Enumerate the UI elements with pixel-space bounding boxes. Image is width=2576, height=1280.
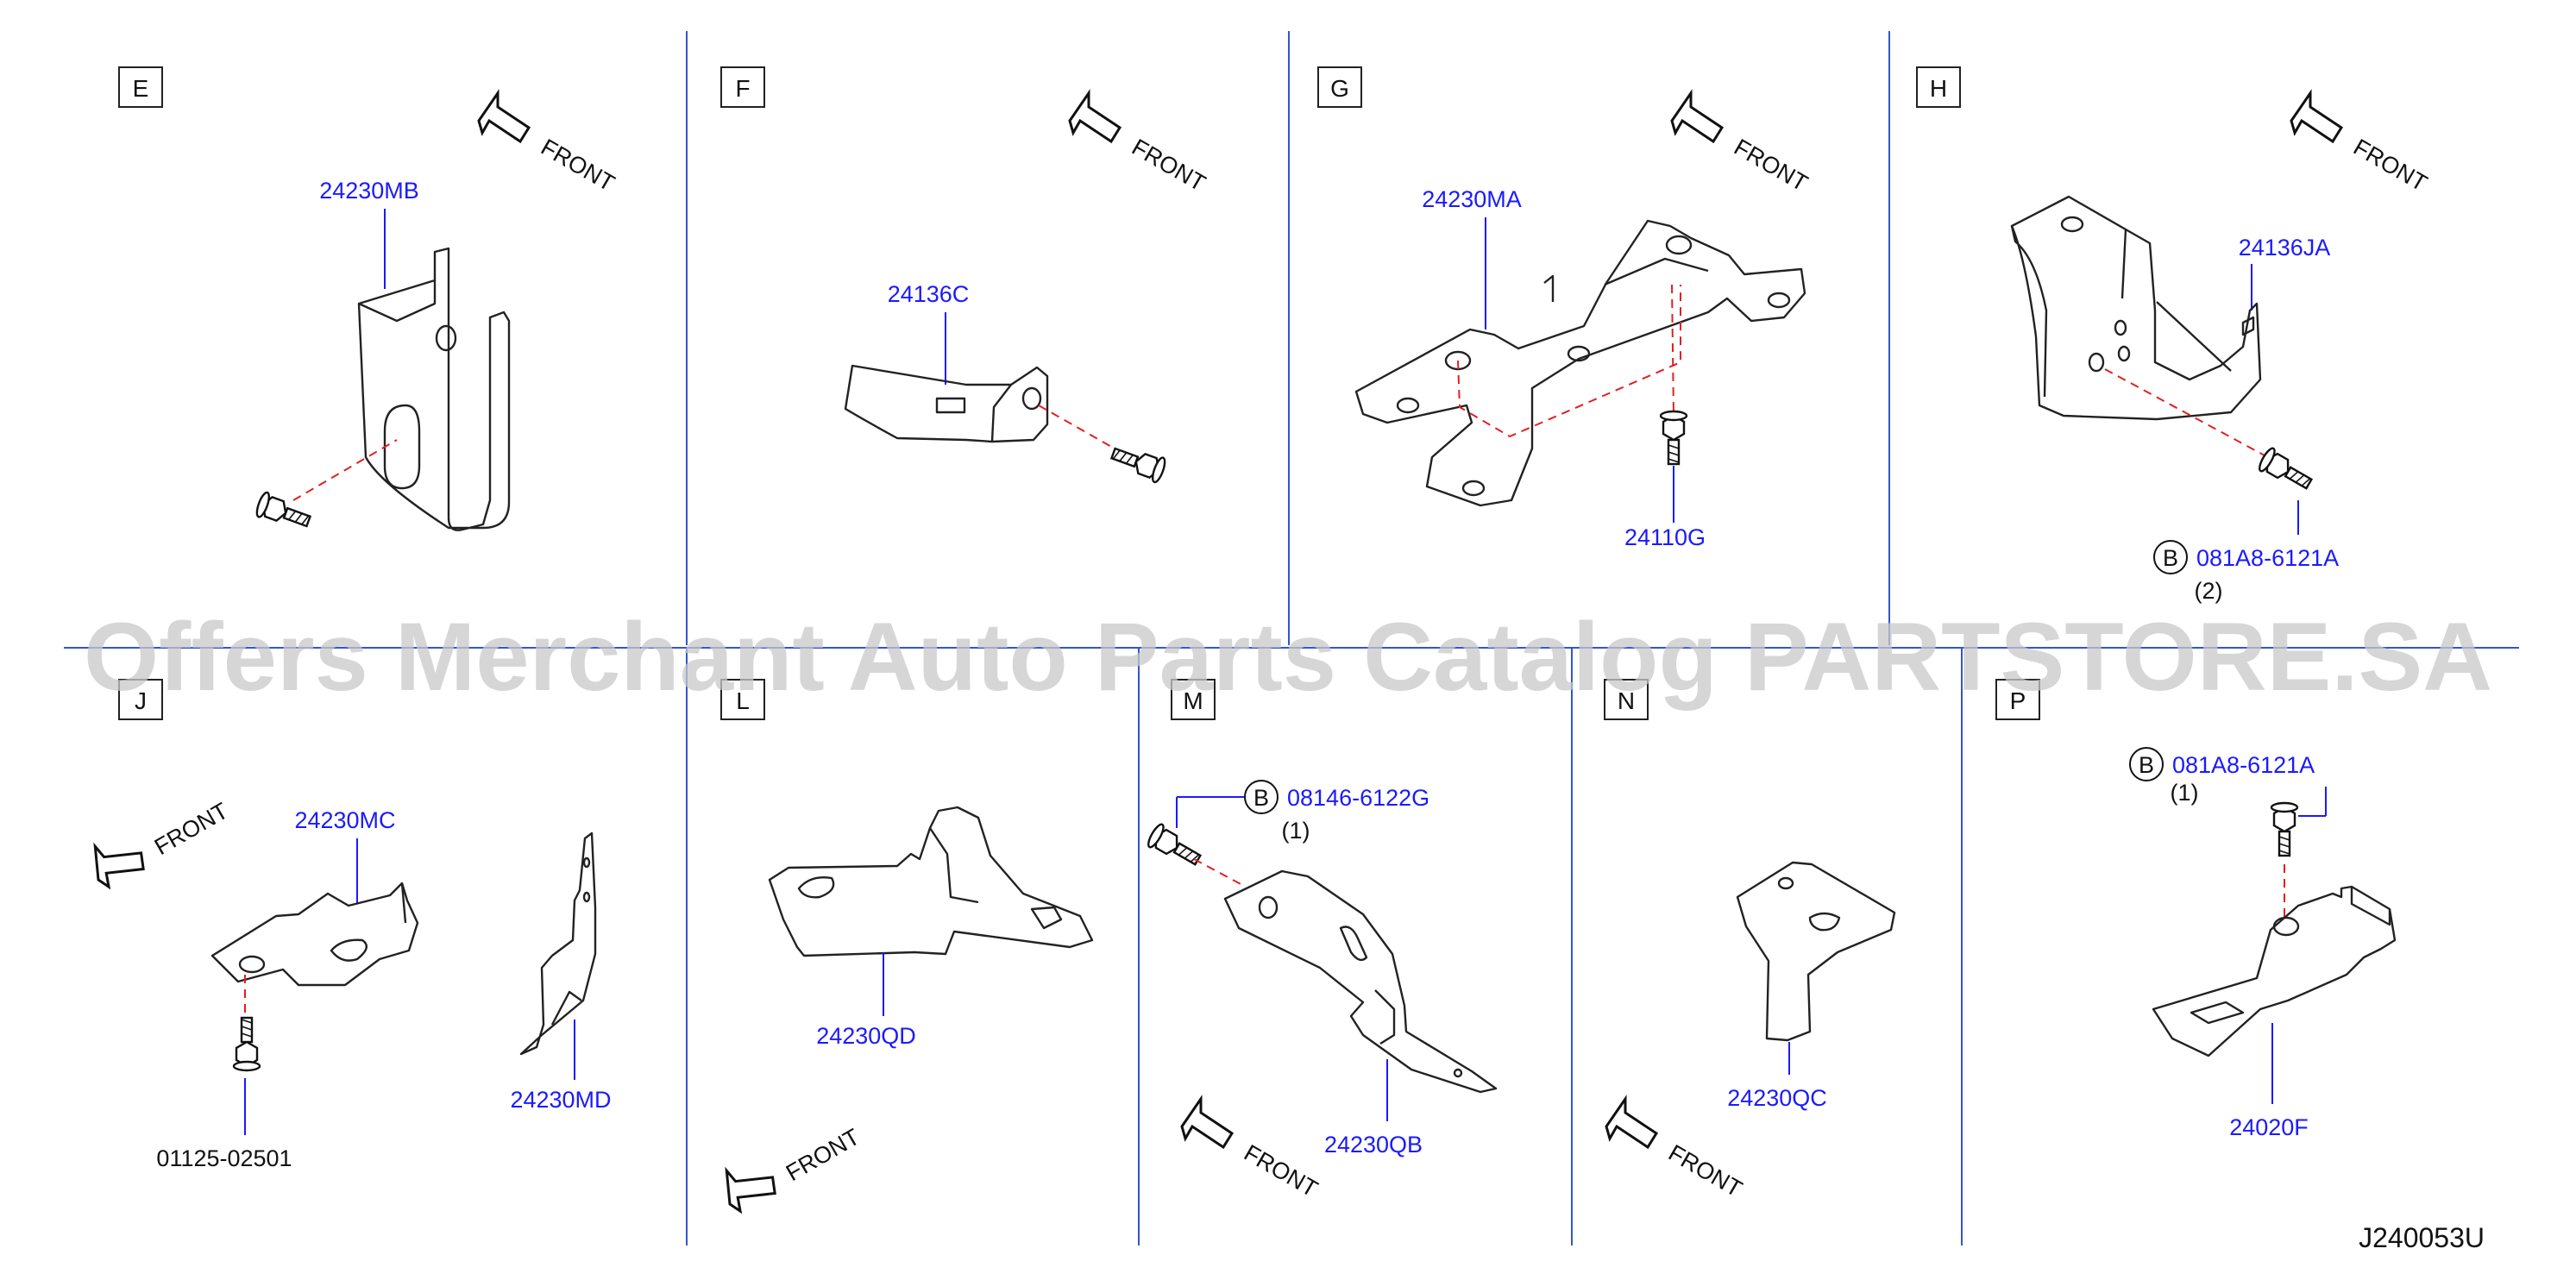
- part-number-24230QD[interactable]: 24230QD: [816, 1023, 916, 1049]
- section-g-box: [1317, 66, 1362, 108]
- bracket-24136JA: [2010, 195, 2262, 421]
- section-p-label: P: [2010, 687, 2026, 714]
- front-arrow-icon: [710, 1149, 783, 1221]
- bolt-icon: [1108, 440, 1169, 485]
- grid-dividers: [64, 31, 2519, 1245]
- front-arrow-icon: [79, 825, 152, 897]
- front-label: FRONT: [1128, 134, 1210, 196]
- part-number-24230MA[interactable]: 24230MA: [1422, 186, 1522, 212]
- front-arrow-icon: [1180, 1097, 1234, 1149]
- part-number-24230MD[interactable]: 24230MD: [510, 1087, 611, 1113]
- front-label: FRONT: [1664, 1139, 1747, 1202]
- section-l: L FRONT 24230QD: [710, 679, 1094, 1221]
- section-n-box: [1604, 679, 1649, 720]
- section-n-label: N: [1618, 687, 1635, 714]
- section-h: H FRONT 24136JA B 081A8-6121A (2): [1916, 66, 2432, 604]
- dashed-guide: [1193, 858, 1243, 886]
- front-arrow-icon: [477, 91, 531, 143]
- front-label: FRONT: [1730, 134, 1813, 196]
- section-p: P B 081A8-6121A (1) 24020F: [1995, 679, 2397, 1140]
- front-label: FRONT: [2349, 134, 2432, 196]
- section-f-label: F: [735, 75, 750, 102]
- section-f: F FRONT 24136C: [720, 66, 1210, 485]
- part-number-24230QC[interactable]: 24230QC: [1727, 1085, 1827, 1111]
- bracket-24230MA: [1354, 219, 1806, 507]
- bracket-24136C: [844, 364, 1049, 443]
- part-number-24230MB[interactable]: 24230MB: [319, 178, 419, 204]
- section-p-box: [1995, 679, 2040, 720]
- section-g: G FRONT 24230MA 24110G: [1317, 66, 1813, 550]
- callout-b-circle: [2129, 747, 2164, 781]
- bracket-24230QC: [1736, 861, 1896, 1042]
- bolt-icon: [232, 1016, 261, 1072]
- section-m-box: [1171, 679, 1216, 720]
- part-number-24110G[interactable]: 24110G: [1624, 524, 1706, 550]
- front-arrow-icon: [1670, 91, 1724, 143]
- part-number-081A8-6121A[interactable]: 081A8-6121A: [2172, 752, 2315, 778]
- callout-b-circle: [2153, 540, 2188, 574]
- callout-b-label: B: [1253, 785, 1269, 811]
- bolt-icon: [253, 490, 314, 535]
- front-arrow-icon: [1068, 91, 1122, 143]
- section-g-label: G: [1330, 75, 1349, 102]
- watermark: Offers Merchant Auto Parts Catalog PARTS…: [84, 603, 2492, 711]
- quantity-label: (2): [2195, 578, 2223, 604]
- front-label: FRONT: [1240, 1139, 1323, 1202]
- front-arrow-icon: [1605, 1097, 1658, 1149]
- section-e-label: E: [133, 75, 149, 102]
- section-m: M B 08146-6122G (1) FRONT 24230QB: [1144, 679, 1498, 1202]
- callout-b-label: B: [2163, 545, 2178, 571]
- part-number-24136C[interactable]: 24136C: [888, 281, 970, 307]
- front-arrow-icon: [2290, 91, 2343, 143]
- part-number-24020F[interactable]: 24020F: [2229, 1114, 2309, 1140]
- bolt-icon: [2270, 801, 2299, 857]
- bolt-icon: [2255, 445, 2317, 497]
- bracket-24230MB: [357, 247, 511, 531]
- front-label: FRONT: [537, 134, 619, 196]
- quantity-label: (1): [2171, 780, 2199, 806]
- bracket-24020F: [2152, 885, 2397, 1057]
- section-m-label: M: [1183, 687, 1203, 714]
- section-l-box: [720, 679, 765, 720]
- callout-b-circle: [1244, 780, 1279, 814]
- part-number-24136JA[interactable]: 24136JA: [2239, 235, 2331, 260]
- part-number-24230QB[interactable]: 24230QB: [1324, 1132, 1423, 1158]
- part-number-24230MC[interactable]: 24230MC: [294, 807, 395, 833]
- diagram-code: J240053U: [2359, 1222, 2485, 1253]
- bracket-24230MC: [210, 882, 419, 987]
- section-l-label: L: [736, 687, 750, 714]
- dashed-guide: [2104, 368, 2275, 461]
- part-number-08146-6122G[interactable]: 08146-6122G: [1287, 785, 1429, 811]
- bracket-24230QB: [1223, 869, 1498, 1094]
- callout-b-label: B: [2139, 752, 2154, 778]
- part-number-081A8-6121A[interactable]: 081A8-6121A: [2196, 545, 2339, 571]
- section-e-box: [118, 66, 163, 108]
- section-h-label: H: [1930, 75, 1947, 102]
- front-label: FRONT: [150, 798, 233, 860]
- section-j-box: [118, 679, 163, 720]
- bolt-icon: [1659, 410, 1688, 466]
- quantity-label: (1): [1282, 818, 1310, 844]
- section-n: N FRONT 24230QC: [1604, 679, 1896, 1202]
- section-e: E FRONT 24230MB: [118, 66, 619, 535]
- front-label: FRONT: [782, 1124, 864, 1186]
- section-j: J FRONT 24230MC 01125-02501 24230MD: [79, 679, 612, 1171]
- bolt-icon: [1144, 821, 1206, 873]
- section-h-box: [1916, 66, 1961, 108]
- dashed-guide: [292, 439, 398, 501]
- section-f-box: [720, 66, 765, 108]
- bracket-24230MD: [519, 831, 597, 1056]
- dashed-guide: [1457, 285, 1681, 438]
- bracket-24230QD: [768, 806, 1094, 957]
- dashed-guide: [1671, 284, 1674, 417]
- part-number-01125-02501[interactable]: 01125-02501: [156, 1145, 292, 1171]
- section-j-label: J: [135, 687, 147, 714]
